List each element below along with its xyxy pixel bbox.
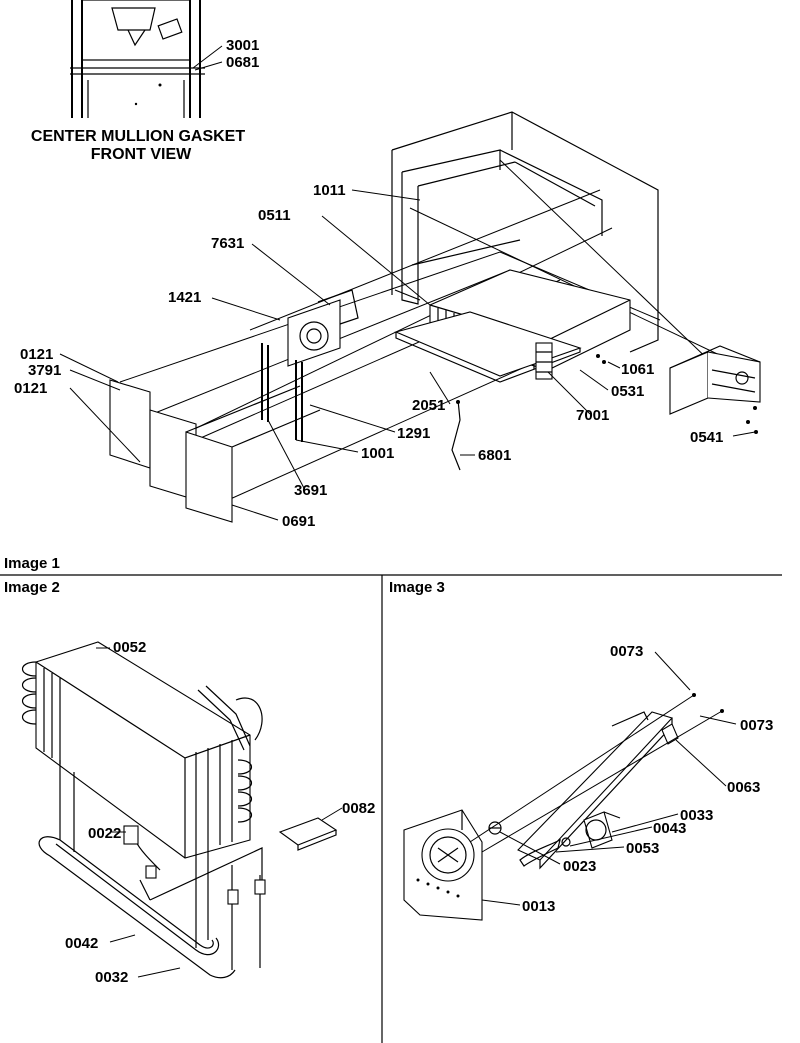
- label-0073-right: 0073: [740, 717, 773, 734]
- label-0022: 0022: [88, 825, 121, 842]
- gasket-front-view: [70, 0, 223, 118]
- image3-fan-assembly: [403, 651, 737, 921]
- label-3691: 3691: [294, 482, 327, 499]
- label-0681: 0681: [226, 54, 259, 71]
- label-0121-bottom: 0121: [14, 380, 47, 397]
- label-1001: 1001: [361, 445, 394, 462]
- label-0691: 0691: [282, 513, 315, 530]
- label-0032: 0032: [95, 969, 128, 986]
- label-0073-top: 0073: [610, 643, 643, 660]
- label-0033: 0033: [680, 807, 713, 824]
- label-3001: 3001: [226, 37, 259, 54]
- label-0042: 0042: [65, 935, 98, 952]
- label-0541: 0541: [690, 429, 723, 446]
- label-1421: 1421: [168, 289, 201, 306]
- label-7631: 7631: [211, 235, 244, 252]
- image2-evaporator: [21, 641, 343, 979]
- label-0511: 0511: [258, 207, 291, 224]
- image1-title: Image 1: [4, 555, 60, 572]
- label-0052: 0052: [113, 639, 146, 656]
- label-0013: 0013: [522, 898, 555, 915]
- gasket-caption-line2: FRONT VIEW: [91, 146, 192, 163]
- label-0043: 0043: [653, 820, 686, 837]
- label-0121-top: 0121: [20, 346, 53, 363]
- label-0082: 0082: [342, 800, 375, 817]
- label-7001: 7001: [576, 407, 609, 424]
- image2-title: Image 2: [4, 579, 60, 596]
- label-1061: 1061: [621, 361, 654, 378]
- image1-assembly: [59, 111, 761, 523]
- gasket-caption-line1: CENTER MULLION GASKET: [31, 128, 245, 145]
- label-0531: 0531: [611, 383, 644, 400]
- label-1011: 1011: [313, 182, 346, 199]
- label-0023: 0023: [563, 858, 596, 875]
- label-0053: 0053: [626, 840, 659, 857]
- label-1291: 1291: [397, 425, 430, 442]
- label-6801: 6801: [478, 447, 511, 464]
- label-2051: 2051: [412, 397, 445, 414]
- image3-title: Image 3: [389, 579, 445, 596]
- label-0063: 0063: [727, 779, 760, 796]
- shroud-dots: [416, 878, 460, 898]
- label-3791: 3791: [28, 362, 61, 379]
